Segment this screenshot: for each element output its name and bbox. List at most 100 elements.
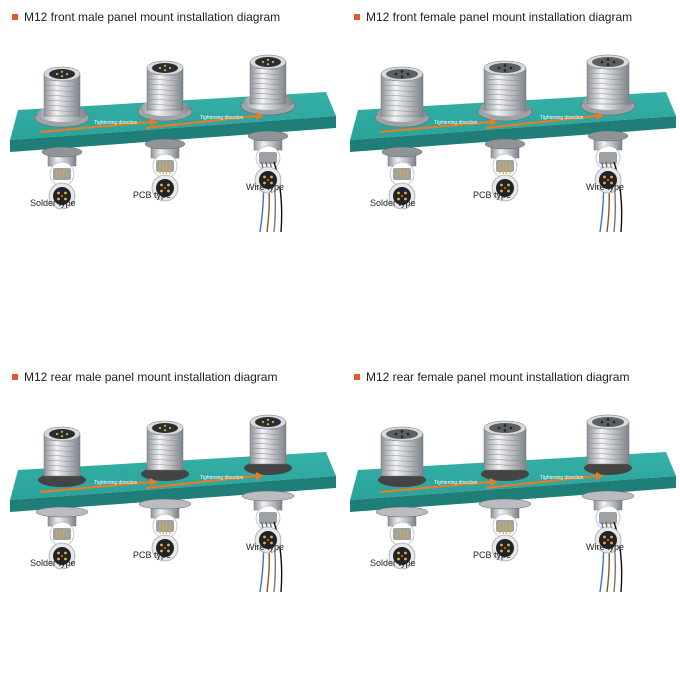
contact-point bbox=[167, 189, 170, 193]
arrow-head bbox=[256, 112, 264, 120]
thread-line bbox=[586, 97, 630, 101]
contact-point bbox=[57, 197, 60, 201]
type-label: Solder type bbox=[370, 558, 416, 568]
rear-nut bbox=[138, 498, 192, 510]
type-label: Solder type bbox=[30, 558, 76, 568]
socket-insert bbox=[489, 423, 521, 433]
thread-line bbox=[483, 438, 527, 442]
thread-line bbox=[380, 94, 424, 98]
thread-line bbox=[586, 92, 630, 96]
contact-point bbox=[500, 543, 503, 547]
solder-pin bbox=[169, 162, 171, 174]
socket-hole bbox=[400, 70, 404, 73]
contact-center bbox=[606, 538, 610, 542]
quadrant-rear-male: M12 rear male panel mount installation d… bbox=[0, 360, 340, 696]
direction-label: Tightening direction bbox=[540, 475, 584, 481]
socket-hole bbox=[406, 72, 410, 76]
contact-point bbox=[404, 551, 407, 555]
direction-label: Tightening direction bbox=[540, 115, 584, 121]
pin-insert bbox=[255, 57, 281, 67]
contact-point bbox=[64, 197, 67, 201]
contact-point bbox=[263, 181, 266, 185]
rear-nut bbox=[241, 490, 295, 502]
socket-hole bbox=[612, 60, 616, 64]
wire-lead bbox=[259, 161, 265, 233]
pin-insert bbox=[152, 63, 178, 73]
socket-insert bbox=[386, 69, 418, 79]
thread-line bbox=[249, 452, 287, 456]
thread-line bbox=[483, 78, 527, 82]
solder-pin bbox=[59, 170, 62, 178]
arrow-shaft bbox=[39, 120, 151, 134]
socket-hole bbox=[394, 432, 398, 436]
contact-point bbox=[397, 551, 400, 555]
contact-center bbox=[606, 178, 610, 182]
arrow-shaft bbox=[145, 114, 257, 130]
contact-point bbox=[64, 191, 67, 195]
socket-hole bbox=[503, 64, 507, 67]
contact-point bbox=[603, 175, 606, 179]
thread-line bbox=[43, 104, 81, 108]
bullet-icon bbox=[354, 374, 360, 380]
contact-point bbox=[397, 191, 400, 195]
rear-nut bbox=[581, 490, 635, 502]
rear-nut bbox=[35, 506, 89, 518]
solder-pin bbox=[165, 522, 168, 534]
contact-pin bbox=[266, 63, 270, 66]
socket-hole bbox=[503, 69, 507, 72]
contact-point bbox=[610, 541, 613, 545]
thread-line bbox=[483, 443, 527, 447]
thread-line bbox=[146, 448, 184, 452]
contact-point bbox=[263, 175, 266, 179]
socket-hole bbox=[600, 420, 604, 424]
arrow-head bbox=[596, 472, 604, 480]
solder-pin bbox=[62, 530, 65, 538]
thread-line bbox=[380, 84, 424, 88]
contact-point bbox=[167, 543, 170, 547]
contact-point bbox=[270, 541, 273, 545]
terminal-block bbox=[156, 520, 174, 532]
socket-hole bbox=[400, 430, 404, 433]
terminal-block bbox=[393, 168, 411, 180]
solder-pin bbox=[399, 170, 402, 178]
direction-label: Tightening direction bbox=[94, 120, 138, 126]
thread-line bbox=[43, 84, 81, 88]
thread-line bbox=[380, 459, 424, 463]
thread-line bbox=[586, 87, 630, 91]
contact-pin bbox=[65, 432, 69, 436]
contact-point bbox=[603, 181, 606, 185]
thread-line bbox=[146, 93, 184, 97]
solder-pin bbox=[499, 162, 501, 174]
solder-pin bbox=[399, 530, 402, 538]
contact-point bbox=[397, 557, 400, 561]
direction-label: Tightening direction bbox=[94, 480, 138, 486]
thread-line bbox=[586, 452, 630, 456]
seal-ring bbox=[481, 467, 529, 481]
tightening-arrow: Tightening direction bbox=[485, 472, 604, 490]
thread-line bbox=[249, 97, 287, 101]
contact-point bbox=[270, 535, 273, 539]
contact-pin bbox=[261, 60, 265, 64]
panel-side bbox=[10, 116, 336, 152]
direction-label: Tightening direction bbox=[200, 475, 244, 481]
contact-point bbox=[500, 189, 503, 193]
socket-hole bbox=[606, 58, 610, 61]
thread-line bbox=[249, 432, 287, 436]
contact-pin bbox=[158, 66, 162, 70]
solder-pin bbox=[162, 522, 165, 534]
thread-line bbox=[146, 83, 184, 87]
pin-insert bbox=[49, 69, 75, 79]
solder-pin bbox=[59, 530, 62, 538]
thread-line bbox=[380, 454, 424, 458]
contact-point bbox=[500, 183, 503, 187]
solder-pin bbox=[509, 162, 511, 174]
type-label: PCB type bbox=[133, 190, 171, 200]
thread-line bbox=[249, 457, 287, 461]
contact-point bbox=[160, 543, 163, 547]
rear-nut bbox=[375, 506, 429, 518]
wire-lead bbox=[273, 161, 283, 233]
contact-point bbox=[57, 557, 60, 561]
tightening-arrow: Tightening direction bbox=[379, 478, 498, 494]
arrow-shaft bbox=[379, 120, 491, 134]
